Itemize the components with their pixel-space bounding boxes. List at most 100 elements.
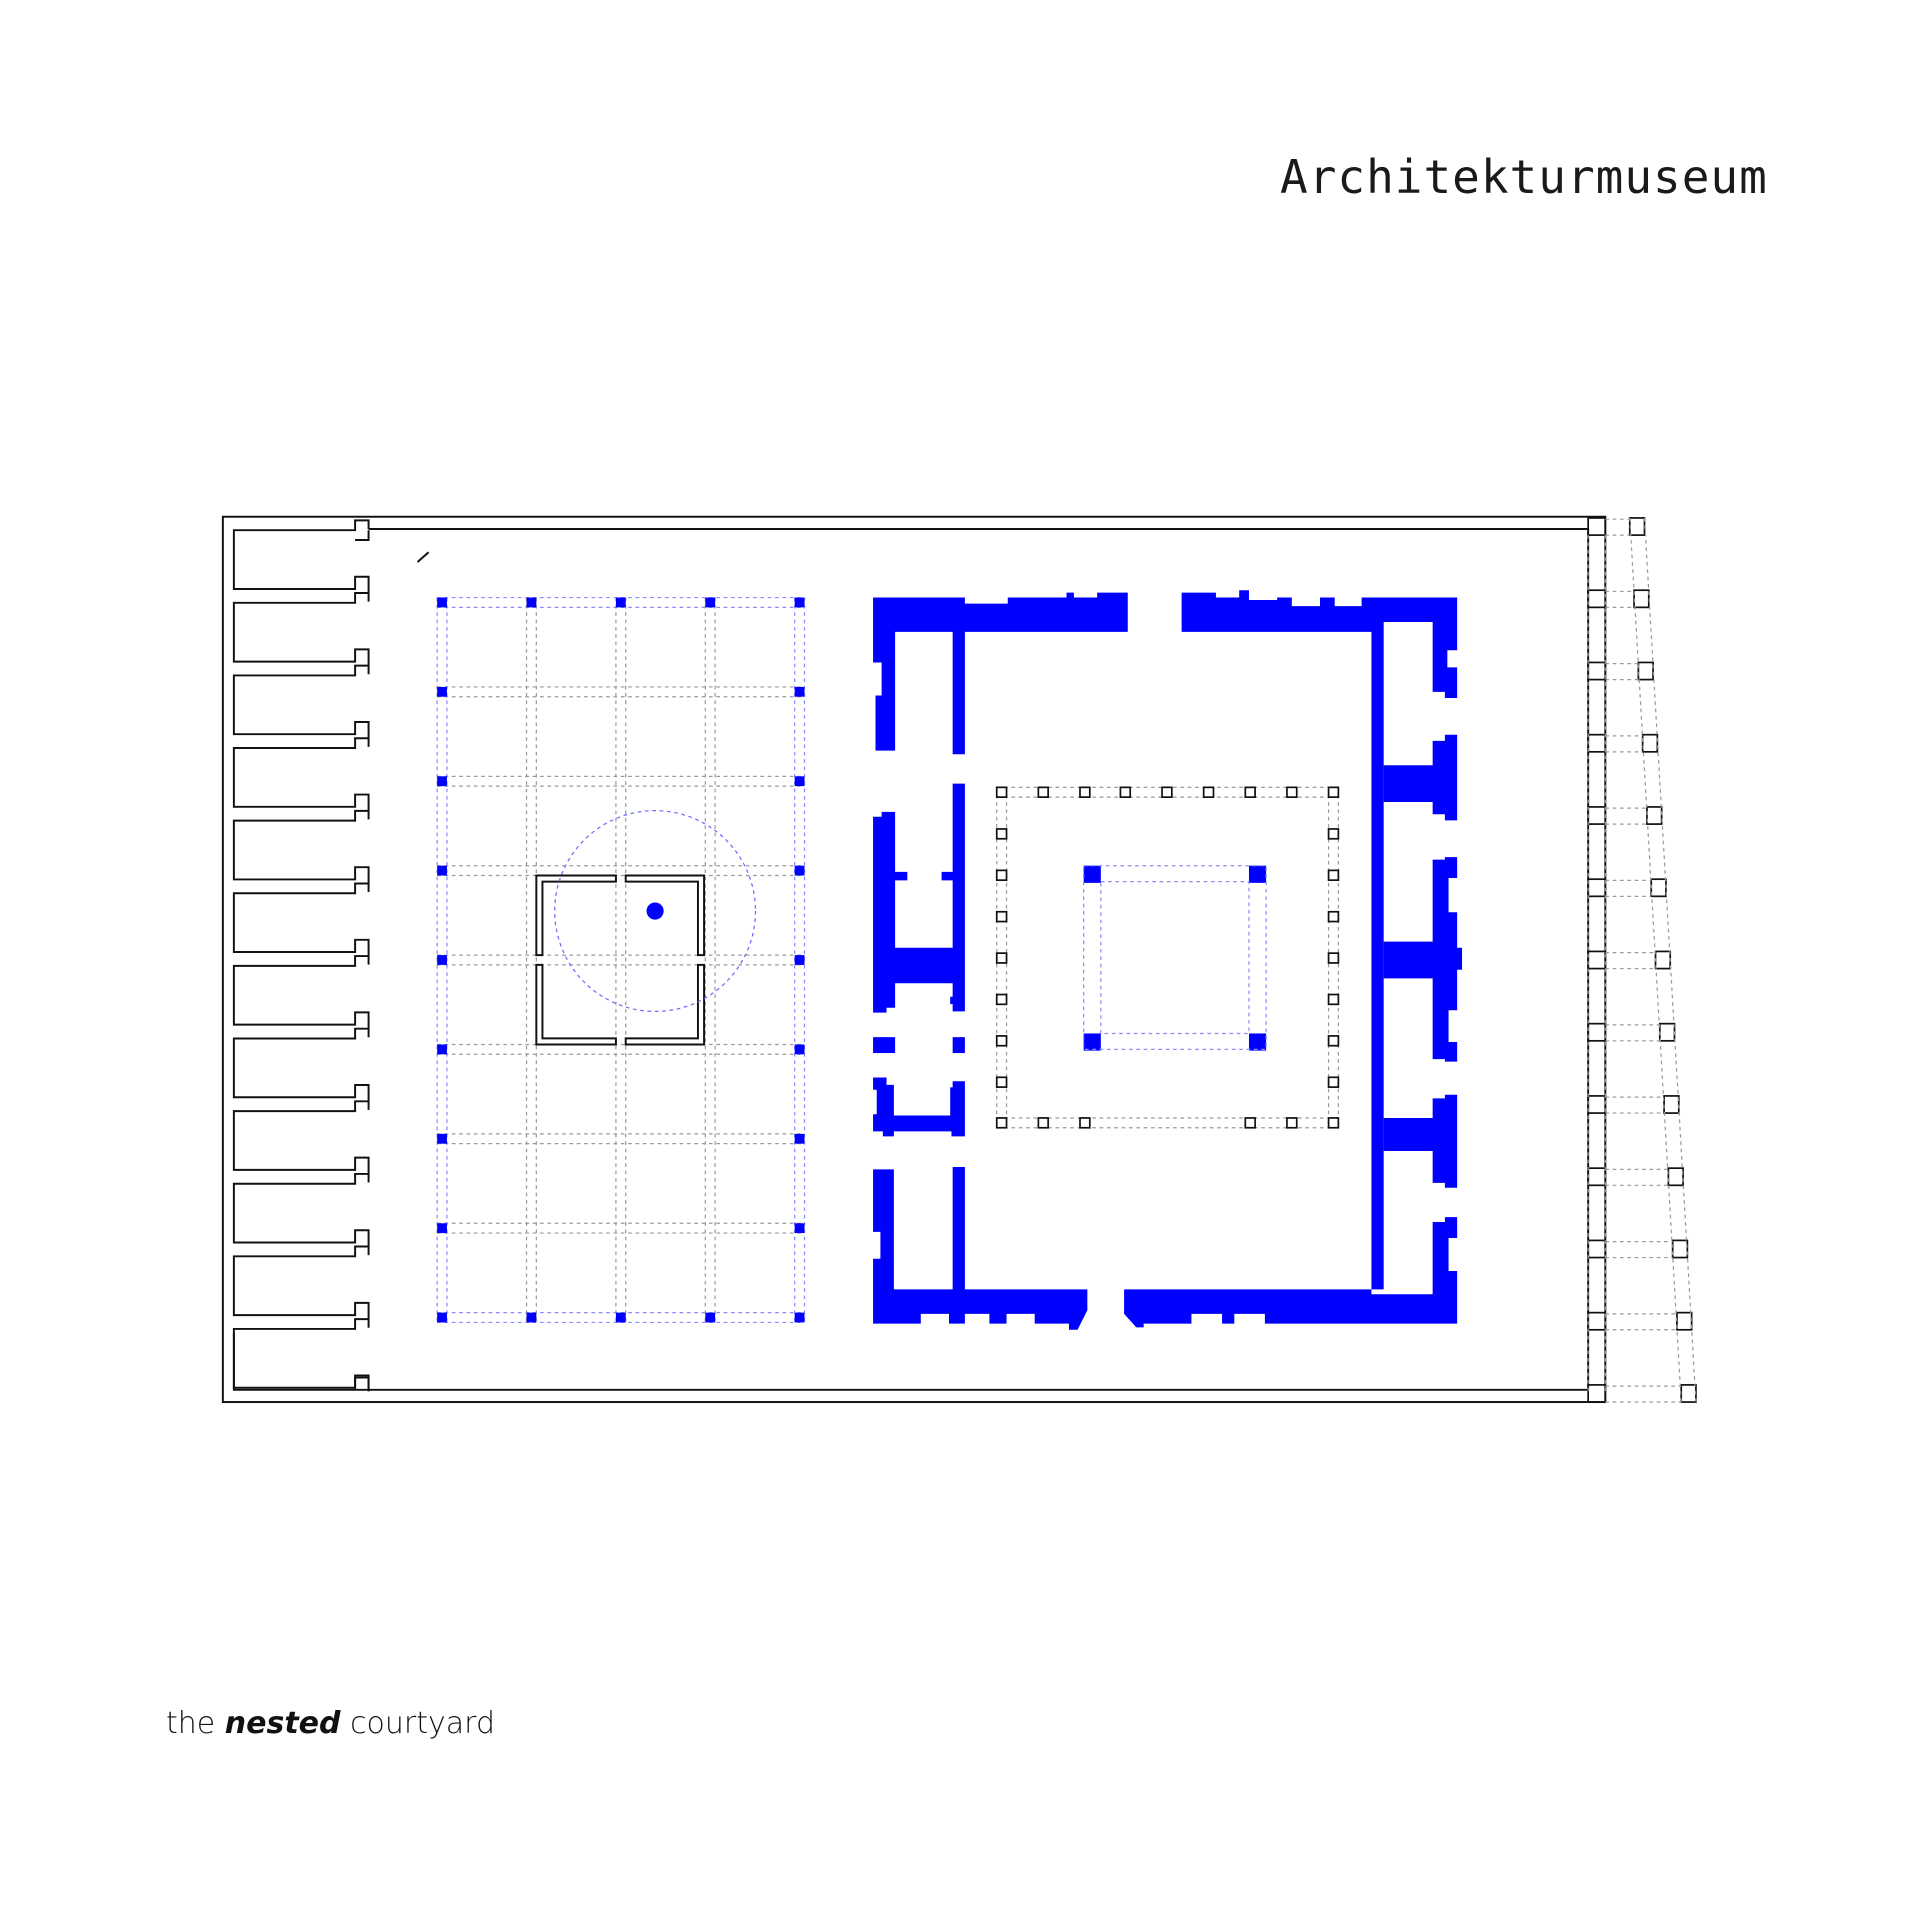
cloister-column [1037,786,1050,799]
diagram-caption: the nested courtyard [166,1706,495,1741]
grid-column [794,686,805,697]
cloister-column [1244,786,1256,799]
column-square [1676,1311,1693,1331]
pavilion-center-dot [646,902,664,920]
room-outline [232,1245,370,1319]
column-square [1587,1239,1607,1259]
grid-column [437,1223,447,1234]
cloister-column [1161,786,1173,799]
room-outline [232,737,370,811]
cloister-column [995,786,1008,799]
column-square [1587,589,1607,609]
grid-column [526,1312,537,1323]
wall-left-lower [873,1077,965,1137]
right-colonnade [1587,517,1697,1403]
grid-column [794,1223,805,1234]
left-room-row [232,519,370,1392]
guide-line [1643,517,1697,1403]
wall-left-mid [873,783,965,1013]
grid-column [437,865,447,876]
column-square [1587,733,1607,753]
museum-title: Architekturmuseum [1280,150,1768,204]
column-square [1650,878,1667,898]
courtyard-pier [1083,1033,1101,1051]
wall-right-4 [1124,1217,1458,1328]
room-outline [232,592,370,666]
cloister-column [1327,910,1340,923]
mark-tick [416,551,430,563]
cloister-column [995,1076,1008,1088]
column-square [1663,1095,1680,1114]
column-square [1637,661,1654,681]
column-square [1587,878,1607,898]
grid-column [615,597,626,608]
room-outline [232,519,370,593]
cloister-column [1119,786,1132,799]
caption-emphasis: nested [224,1706,341,1741]
grid-column [437,597,447,608]
grid-column [794,597,805,608]
grid-column [437,955,447,965]
courtyard-pier [1248,865,1267,883]
grid-column [705,1312,716,1323]
cloister-column [1327,828,1340,840]
room-outline [232,1318,370,1392]
caption-post: courtyard [350,1706,496,1741]
room-outline [232,1172,370,1247]
cloister-column [1327,869,1340,882]
column-square [1628,517,1646,536]
grid-column [437,1044,447,1055]
cloister-column [995,910,1008,923]
cloister-column [1327,1076,1340,1088]
grid-column [794,1133,805,1144]
column-square [1587,1022,1607,1042]
wall-bottom-left [873,1166,1088,1330]
wall-right-1 [1383,734,1458,821]
grid-column [794,1312,805,1323]
room-outline [355,530,370,541]
grid-column [437,1133,447,1144]
room-outline [232,1027,370,1101]
blue-cloister-building [873,590,1463,1330]
room-outline [232,664,370,738]
cloister-column [1037,1117,1050,1129]
wall-right-2 [1383,857,1463,1062]
room-outline [232,809,370,884]
column-square [1680,1384,1697,1403]
column-square [1641,733,1659,753]
column-square [1587,806,1607,825]
column-square [1654,950,1672,970]
courtyard-pier [1083,865,1101,883]
cloister-column [1079,786,1091,799]
cloister-column [1079,1117,1091,1129]
cloister-column [1327,1117,1340,1129]
cloister-column [995,993,1008,1006]
cloister-column [1327,952,1340,964]
pavilion-radius-circle [554,810,757,1013]
caption-pre: the [166,1706,216,1741]
cloister-column [1327,1035,1340,1047]
column-square [1587,1311,1607,1331]
grid-column [794,955,805,965]
room-outline [232,1100,370,1174]
grid-column [705,597,716,608]
cloister-column [995,1035,1008,1047]
column-square [1667,1167,1684,1187]
grid-column [437,686,447,697]
grid-column [526,597,537,608]
courtyard-guide [1083,865,1267,1050]
courtyard-pier [1248,1033,1267,1051]
cloister-column [1286,786,1298,799]
cloister-column [1327,786,1340,799]
grid-column [437,1312,447,1323]
column-square [1587,1095,1607,1114]
central-pavilion [535,874,706,1046]
grid-column [794,865,805,876]
column-square [1587,517,1607,536]
room-outline [232,1333,370,1391]
grid-column [794,776,805,787]
wall-top-left [873,592,1128,755]
cloister-column [1202,786,1215,799]
column-square [1587,1384,1607,1403]
